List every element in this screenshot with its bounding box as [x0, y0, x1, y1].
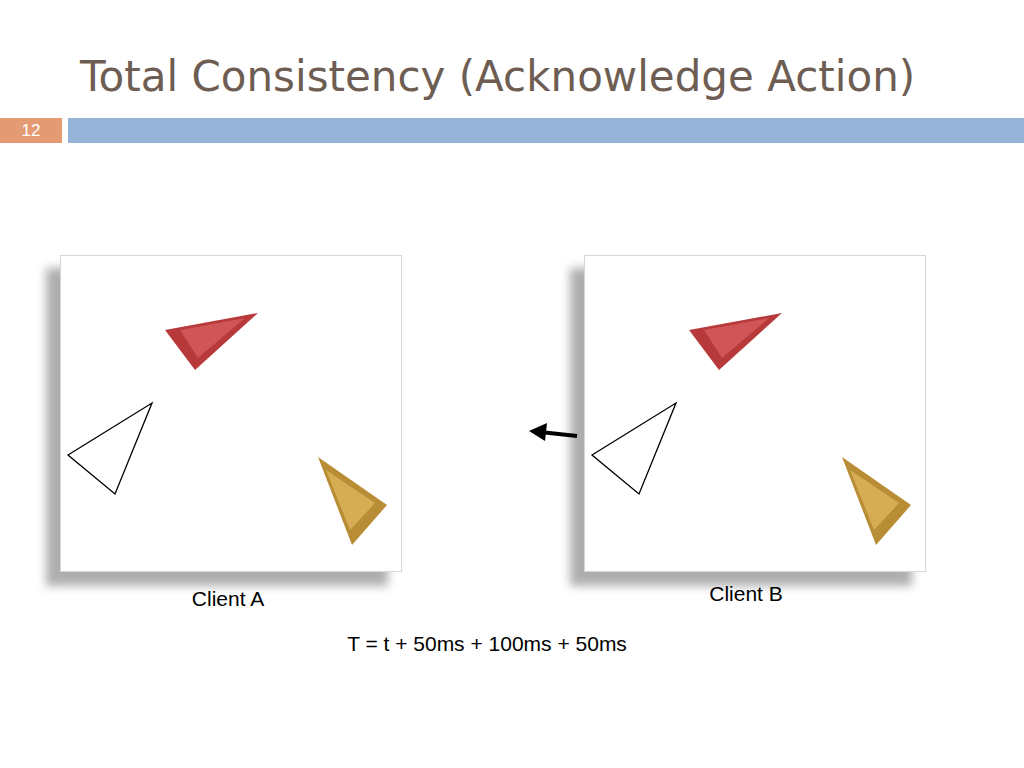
red-triangle	[689, 313, 782, 370]
number-tab	[0, 118, 62, 143]
client-panel: Client A	[60, 255, 402, 572]
outline-triangle	[68, 403, 152, 494]
client-label: Client A	[192, 587, 264, 611]
header-bar	[68, 118, 1024, 143]
panel-ground	[60, 255, 402, 572]
time-formula: T = t + 50ms + 100ms + 50ms	[347, 632, 627, 656]
red-triangle	[165, 313, 258, 370]
client-label: Client B	[709, 582, 783, 606]
slide-number: 12	[0, 118, 62, 143]
outline-triangle	[592, 403, 676, 494]
gold-triangle	[318, 457, 387, 545]
message-arrow	[529, 423, 577, 441]
panel-ground	[584, 255, 926, 572]
client-panel: Client B	[584, 255, 926, 572]
gold-triangle	[842, 457, 911, 545]
slide-title: Total Consistency (Acknowledge Action)	[80, 52, 915, 101]
